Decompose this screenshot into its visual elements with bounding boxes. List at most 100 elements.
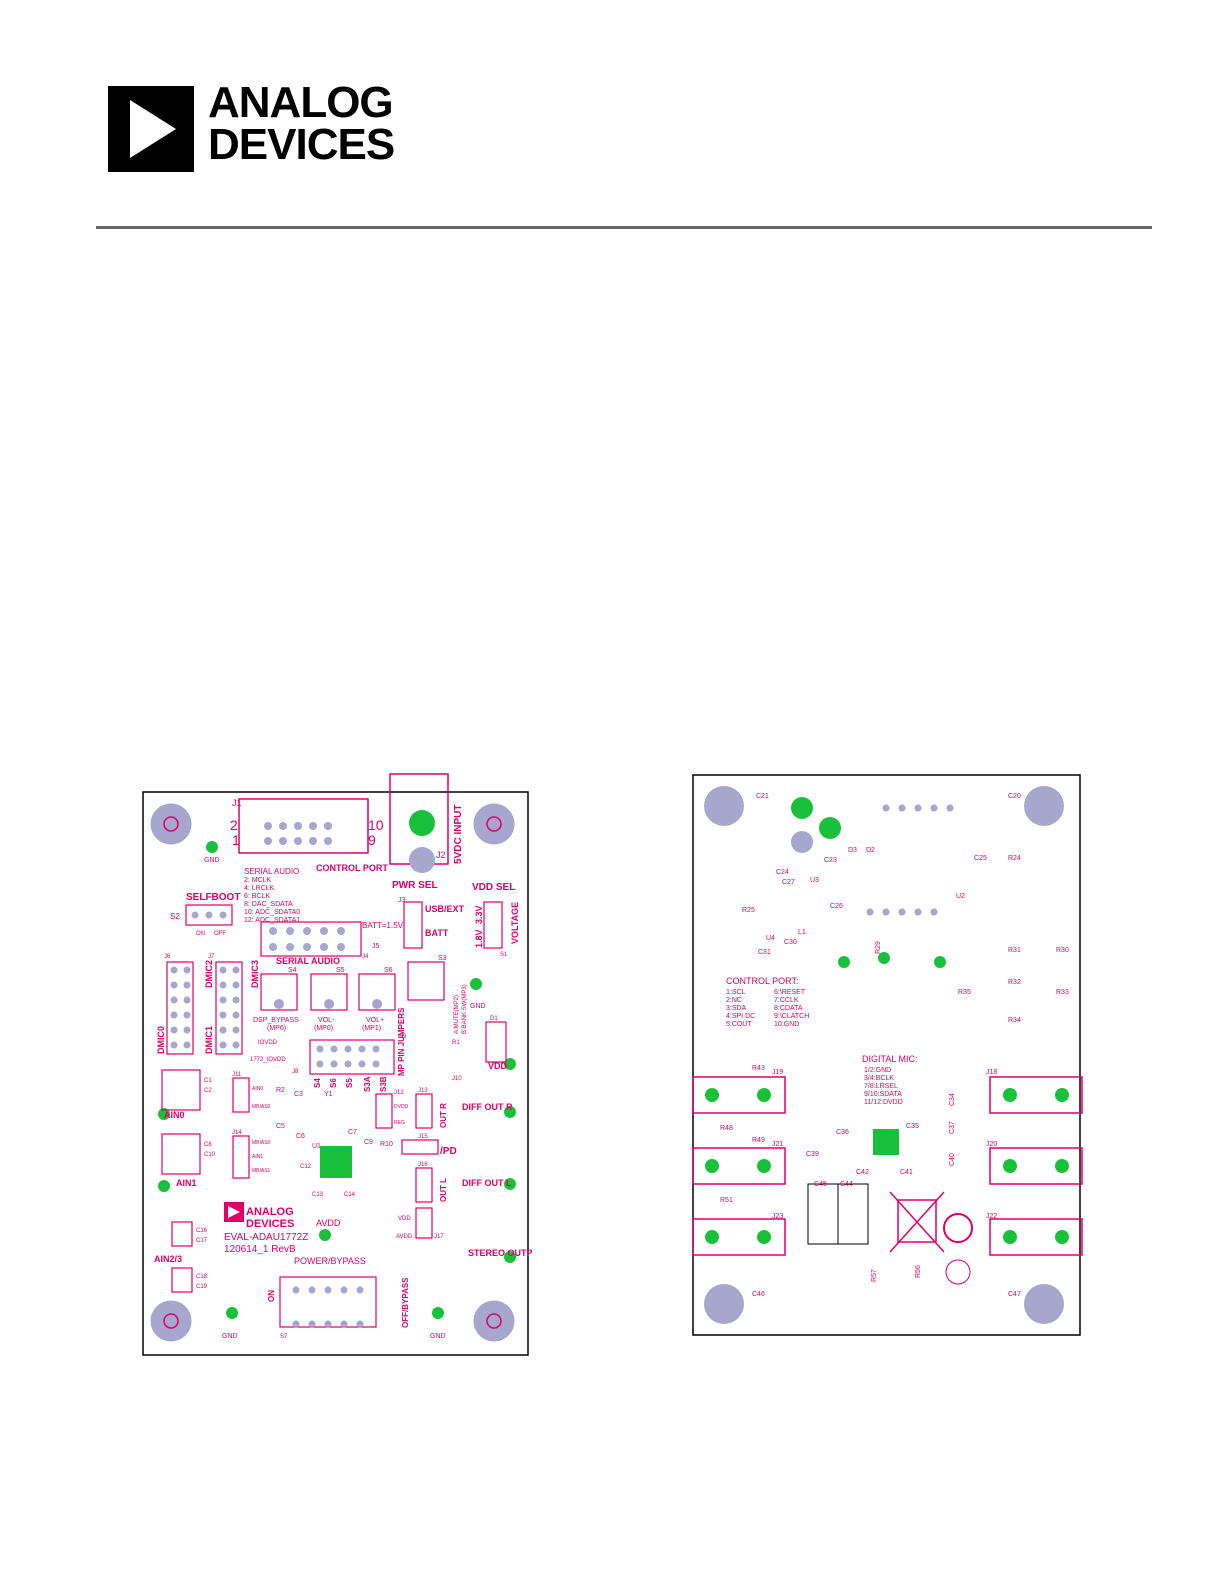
top-board-svg: J1 2 1 10 9 SERIAL AUDIO CONTROL PORT 5V… (142, 773, 545, 1356)
label-c34: C34 (949, 1093, 956, 1106)
dm-pin-1: 1/2:GND (864, 1067, 891, 1074)
label-r25: R25 (742, 907, 755, 914)
label-pwr-sel: PWR SEL (392, 880, 438, 891)
label-r43: R43 (752, 1065, 765, 1072)
dm-pin-5: 11/12:DVDD (864, 1099, 903, 1106)
label-c45: C45 (814, 1181, 827, 1188)
label-r35: R35 (958, 989, 971, 996)
label-r1: R1 (452, 1040, 460, 1046)
label-r29: R29 (875, 941, 882, 954)
label-serial-audio-top: SERIAL AUDIO (244, 867, 299, 876)
cp-pin-3: 3:SDA (726, 1005, 747, 1012)
label-mbias1: MBIAS1 (252, 1168, 271, 1174)
label-r34: R34 (1008, 1017, 1021, 1024)
label-j12: J12 (394, 1090, 404, 1096)
label-j18: J18 (986, 1069, 997, 1076)
label-j5: J5 (372, 943, 380, 950)
label-c37: C37 (949, 1121, 956, 1134)
label-j17: J17 (434, 1234, 444, 1240)
header-rule (96, 226, 1152, 229)
label-s6: S6 (384, 967, 393, 974)
label-s4b: S4 (313, 1078, 322, 1088)
label-s3a: S3A (363, 1076, 372, 1092)
label-dmic3: DMIC3 (250, 960, 260, 988)
label-j19: J19 (772, 1069, 783, 1076)
dm-pin-2: 3/4:BCLK (864, 1075, 894, 1082)
label-c46: C46 (752, 1291, 765, 1298)
label-rev: 120614_1 RevB (224, 1244, 296, 1255)
label-c19: C19 (196, 1284, 208, 1290)
label-dmic1: DMIC1 (204, 1026, 214, 1054)
label-ain0-pin: AIN0 (252, 1086, 263, 1092)
label-c14: C14 (344, 1192, 356, 1198)
label-selfboot: SELFBOOT (186, 892, 240, 903)
label-j14: J14 (232, 1130, 242, 1136)
label-j15: J15 (418, 1134, 428, 1140)
label-c35: C35 (906, 1123, 919, 1130)
label-on-power: ON (267, 1290, 276, 1302)
label-c26: C26 (830, 903, 843, 910)
label-s3b: S3B (379, 1076, 388, 1092)
label-j21: J21 (772, 1141, 783, 1148)
label-dmic0: DMIC0 (156, 1026, 166, 1054)
label-c21: C21 (756, 793, 769, 800)
label-off: OFF (214, 931, 226, 937)
label-u1: U1 (312, 1143, 321, 1150)
label-j16: J16 (418, 1162, 428, 1168)
label-ain1: AIN1 (176, 1178, 197, 1188)
pin-map-4: 8: DAC_SDATA (244, 901, 293, 908)
cp-pin-2: 2:NC (726, 997, 742, 1004)
label-pd: /PD (440, 1146, 457, 1157)
label-dvdd: DVDD (394, 1104, 409, 1110)
pin-map-2: 4: LRCLK (244, 885, 275, 892)
label-vol-plus: VOL+ (366, 1017, 384, 1024)
label-s5b: S5 (345, 1078, 354, 1088)
label-r24: R24 (1008, 855, 1021, 862)
cp-pin-4: 4:SPI DC (726, 1013, 755, 1020)
label-ain1-pin: AIN1 (252, 1154, 263, 1160)
cp-pin-9: 9:\CLATCH (774, 1013, 809, 1020)
label-l1: L1 (798, 929, 806, 936)
label-power-bypass: POWER/BYPASS (294, 1256, 366, 1266)
pin-1: 1 (232, 832, 240, 848)
label-s3: S3 (438, 955, 447, 962)
label-c23: C23 (824, 857, 837, 864)
label-batt: BATT (425, 928, 449, 938)
label-on: ON (196, 931, 205, 937)
label-s4: S4 (288, 967, 297, 974)
label-c17: C17 (196, 1238, 208, 1244)
label-mute: A:MUTE(MP2) (454, 995, 460, 1034)
label-off-bypass: OFF/BYPASS (401, 1277, 410, 1328)
label-s5: S5 (336, 967, 345, 974)
label-j1: J1 (232, 798, 242, 808)
label-j6: J6 (164, 954, 171, 960)
label-r2: R2 (276, 1087, 285, 1094)
label-c3: C3 (294, 1091, 303, 1098)
label-iovdd: IOVDD (258, 1040, 278, 1046)
label-d3: D3 (848, 847, 857, 854)
label-bank: B:BANK SW(MP3) (462, 984, 468, 1034)
label-j3: J3 (398, 897, 406, 904)
label-stereo-output: STEREO OUTPUT (468, 1248, 532, 1258)
label-c12: C12 (300, 1164, 312, 1170)
cp-pin-8: 8:CDATA (774, 1005, 803, 1012)
label-c6: C6 (296, 1133, 305, 1140)
label-j13: J13 (418, 1088, 428, 1094)
label-control-port: CONTROL PORT (316, 863, 388, 873)
dm-pin-3: 7/8:LRSEL (864, 1083, 898, 1090)
label-j2: J2 (436, 850, 446, 860)
label-r48: R48 (720, 1125, 733, 1132)
label-mp6: (MP6) (267, 1025, 286, 1032)
label-1v8: 1.8V (474, 929, 484, 948)
label-c42: C42 (856, 1169, 869, 1176)
label-u2: U2 (956, 893, 965, 900)
pin-9: 9 (368, 832, 376, 848)
label-j22: J22 (986, 1213, 997, 1220)
label-serial-audio: SERIAL AUDIO (276, 956, 340, 966)
label-r56: R56 (915, 1265, 922, 1278)
label-u3: U3 (810, 877, 819, 884)
dm-pin-4: 9/10:SDATA (864, 1091, 902, 1098)
label-c9: C9 (364, 1139, 373, 1146)
label-vdd-top: VDD (488, 1061, 508, 1071)
label-c16: C16 (196, 1228, 208, 1234)
